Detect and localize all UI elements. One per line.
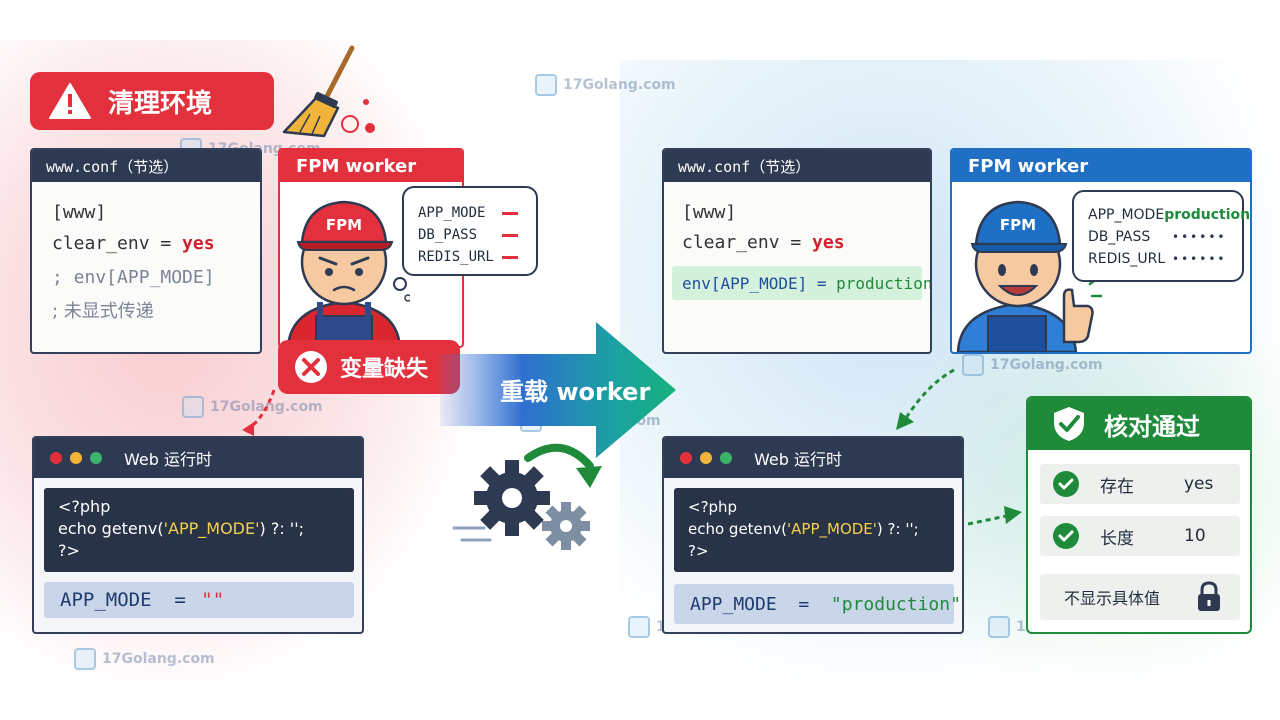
left-result-line: APP_MODE = "": [44, 582, 354, 618]
watermark-logo-icon: [962, 354, 984, 376]
check-row-exists: 存在 yes: [1040, 464, 1240, 504]
env-comment-line: ; env[APP_MODE]: [52, 267, 215, 288]
right-fpm-header: FPM worker: [952, 150, 1250, 182]
watermark-logo-icon: [535, 74, 557, 96]
cap-label: FPM: [1000, 216, 1036, 234]
clear-env-line: clear_env = yes: [682, 232, 845, 253]
web-runtime-title: Web 运行时: [124, 450, 212, 469]
env-var-row: REDIS_URL••••••: [1088, 251, 1227, 267]
conf-section-line: [www]: [52, 202, 107, 223]
broom-icon: [282, 45, 375, 138]
watermark: 17Golang.com: [74, 648, 215, 670]
web-runtime-title: Web 运行时: [754, 450, 842, 469]
to-check-arrow: [967, 506, 1022, 526]
cap-label: FPM: [326, 216, 362, 234]
right-conf-header: www.conf（节选）: [664, 150, 930, 182]
verification-header: 核对通过: [1028, 398, 1250, 450]
left-fpm-header: FPM worker: [280, 150, 462, 182]
verification-panel: 核对通过 存在 yes 长度 10 不显示具体值: [1026, 396, 1252, 634]
left-env-bubble: APP_MODE DB_PASS REDIS_URL: [402, 186, 538, 276]
window-dots: [664, 452, 732, 464]
gears-icon: [452, 443, 602, 550]
missing-dash: [502, 233, 518, 237]
lock-icon: [1198, 581, 1220, 611]
reload-arrow: [440, 322, 676, 458]
warning-icon: [49, 83, 91, 119]
window-dots: [34, 452, 102, 464]
cleanup-banner: 清理环境: [30, 72, 274, 130]
left-web-panel: Web 运行时 <?php echo getenv('APP_MODE') ?:…: [32, 436, 364, 634]
right-down-arrow: [896, 368, 955, 430]
check-row-length: 长度 10: [1040, 516, 1240, 556]
reload-label: 重载 worker: [500, 378, 651, 406]
shield-check-icon: [1054, 407, 1084, 441]
missing-dash: [502, 255, 518, 259]
env-var-row: DB_PASS: [418, 224, 536, 246]
env-var-row: REDIS_URL: [418, 246, 536, 268]
check-row-hidden: 不显示具体值: [1040, 574, 1240, 620]
missing-dash: [502, 211, 518, 215]
left-down-arrow: [242, 389, 276, 436]
right-result-line: APP_MODE = "production": [674, 584, 961, 624]
clear-env-line: clear_env = yes: [52, 233, 215, 254]
watermark: 17Golang.com: [962, 354, 1103, 376]
watermark-logo-icon: [988, 616, 1010, 638]
minimize-dot-icon: [700, 452, 712, 464]
php-code-block: <?php echo getenv('APP_MODE') ?: ''; ?>: [44, 488, 354, 572]
left-conf-panel: www.conf（节选） [www] clear_env = yes ; env…: [30, 148, 262, 354]
right-web-header: Web 运行时: [664, 438, 962, 478]
verification-title: 核对通过: [1104, 412, 1200, 441]
missing-label: 变量缺失: [340, 357, 429, 382]
left-web-header: Web 运行时: [34, 438, 362, 478]
watermark-logo-icon: [628, 616, 650, 638]
check-circle-icon: [1053, 523, 1079, 549]
right-conf-panel: www.conf（节选） [www] clear_env = yes env[A…: [662, 148, 932, 354]
conf-section-line: [www]: [682, 202, 737, 223]
env-var-row: DB_PASS••••••: [1088, 229, 1227, 245]
error-x-icon: [295, 351, 327, 383]
variable-missing-badge: 变量缺失: [278, 340, 460, 394]
env-app-mode-line: env[APP_MODE] = production: [672, 266, 930, 300]
maximize-dot-icon: [720, 452, 732, 464]
php-code-block: <?php echo getenv('APP_MODE') ?: ''; ?>: [674, 488, 954, 572]
banner-title: 清理环境: [108, 88, 213, 119]
maximize-dot-icon: [90, 452, 102, 464]
left-conf-header: www.conf（节选）: [32, 150, 260, 182]
minimize-dot-icon: [70, 452, 82, 464]
watermark-logo-icon: [182, 396, 204, 418]
check-circle-icon: [1053, 471, 1079, 497]
env-var-row: APP_MODE: [418, 202, 536, 224]
close-dot-icon: [50, 452, 62, 464]
watermark-logo-icon: [74, 648, 96, 670]
watermark: 17Golang.com: [535, 74, 676, 96]
right-web-panel: Web 运行时 <?php echo getenv('APP_MODE') ?:…: [662, 436, 964, 634]
close-dot-icon: [680, 452, 692, 464]
not-passed-comment: ; 未显式传递: [52, 301, 154, 322]
angry-worker-icon: FPM: [286, 200, 410, 348]
happy-worker-icon: FPM: [956, 200, 1102, 352]
